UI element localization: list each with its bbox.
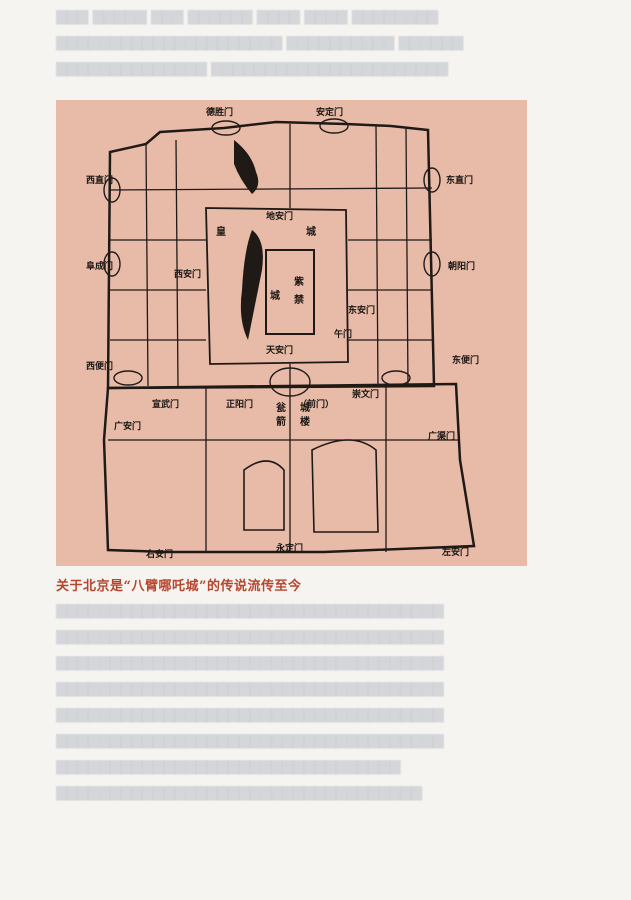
gate-label-xizhimen: 西直门 bbox=[86, 176, 114, 186]
temple-of-agriculture bbox=[243, 460, 285, 531]
imperial-city-wall bbox=[205, 207, 349, 365]
gate-label-dongbianmen: 东便门 bbox=[452, 356, 480, 366]
gate-label-xibianmen: 西便门 bbox=[86, 362, 114, 372]
running-head-bleed bbox=[590, 664, 604, 720]
street-grid bbox=[108, 124, 460, 552]
gate-label-andingmen: 安定门 bbox=[316, 108, 344, 118]
gate-label-di-anmen: 地安门 bbox=[266, 212, 294, 222]
gate-label-tian-anmen: 天安门 bbox=[266, 346, 294, 356]
gate-label-youanmen: 右安门 bbox=[146, 550, 174, 560]
gate-label-yongdingmen: 永定门 bbox=[276, 544, 304, 554]
gate-label-chaoyangmen: 朝阳门 bbox=[448, 262, 476, 272]
gate-label-xuanwumen: 宣武门 bbox=[152, 400, 180, 410]
temple-of-heaven bbox=[311, 439, 379, 533]
map-figure: 德胜门 安定门 西直门 东直门 阜成门 朝阳门 西安门 东安门 地安门 天安门 … bbox=[56, 100, 527, 566]
gate-barbicans bbox=[103, 118, 441, 397]
gate-label-guanganmen: 广安门 bbox=[114, 422, 142, 432]
gate-label-wumen: 午门 bbox=[334, 330, 353, 340]
gate-label-chongwenmen: 崇文门 bbox=[352, 390, 380, 400]
gate-label-guangqumen: 广渠门 bbox=[428, 432, 456, 442]
gate-label-qianmen: （前门） bbox=[298, 400, 335, 410]
label-cheng: 城 bbox=[306, 227, 316, 238]
figure-caption: 关于北京是“八臂哪吒城”的传说流传至今 bbox=[56, 579, 302, 594]
outer-city-wall bbox=[102, 382, 476, 554]
middle-south-lake bbox=[240, 230, 263, 340]
label-jin: 禁 bbox=[294, 295, 304, 306]
gate-label-dongzhimen: 东直门 bbox=[446, 176, 474, 186]
north-lake bbox=[234, 140, 259, 194]
bleed-through-text-bottom: ▇▇▇▇▇▇▇▇▇▇▇▇▇▇▇▇▇▇▇▇▇▇▇▇▇▇▇▇▇▇▇▇▇▇▇▇ ▇▇▇… bbox=[56, 603, 444, 801]
gate-label-xi-anmen: 西安门 bbox=[174, 270, 202, 280]
gate-label-deshengmen: 德胜门 bbox=[206, 108, 234, 118]
gate-label-fuchengmen: 阜成门 bbox=[86, 262, 114, 272]
label-lou: 楼 bbox=[300, 417, 310, 428]
label-cheng3: 城 bbox=[300, 403, 310, 414]
label-huang: 皇 bbox=[216, 227, 226, 238]
label-zi: 紫 bbox=[294, 277, 304, 288]
label-cheng2: 城 bbox=[270, 291, 280, 302]
gate-label-dong-anmen: 东安门 bbox=[348, 306, 376, 316]
forbidden-city bbox=[265, 249, 315, 335]
gate-label-zuoanmen: 左安门 bbox=[442, 548, 470, 558]
bleed-through-text-top: ▇▇▇ ▇▇▇▇▇ ▇▇▇ ▇▇▇▇▇▇ ▇▇▇▇ ▇▇▇▇ ▇▇▇▇▇▇▇▇ … bbox=[56, 9, 464, 77]
label-weng: 瓮 bbox=[276, 403, 286, 414]
label-jian: 箭 bbox=[276, 417, 286, 428]
beijing-map bbox=[102, 118, 476, 554]
inner-city-wall bbox=[106, 120, 436, 390]
gate-label-zhengyangmen: 正阳门 bbox=[226, 400, 254, 410]
